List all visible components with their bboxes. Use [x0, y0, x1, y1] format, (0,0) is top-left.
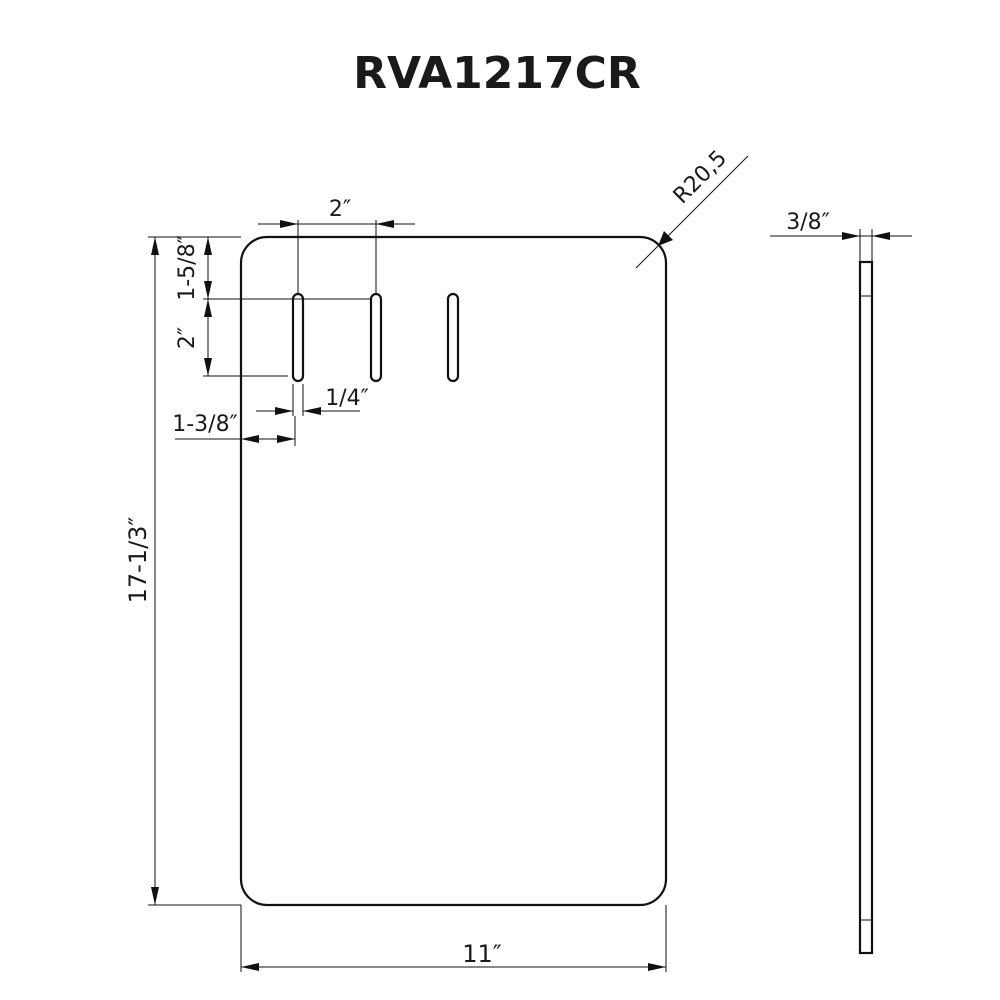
label-slot-width: 1/4″ — [325, 386, 369, 411]
dim-height: 17-1/3″ — [124, 237, 159, 905]
drawing-title: RVA1217CR — [353, 48, 641, 99]
label-slot-length: 2″ — [175, 327, 200, 349]
dim-width: 11″ — [240, 905, 667, 972]
dim-slot-side-offset: 1-3/8″ — [172, 412, 296, 446]
label-slot-side-offset: 1-3/8″ — [172, 412, 238, 437]
dim-slot-width: 1/4″ — [256, 384, 369, 416]
dim-thickness: 3/8″ — [770, 210, 912, 262]
slot-3 — [446, 292, 460, 383]
label-corner-radius: R20,5 — [669, 146, 732, 209]
label-height: 17-1/3″ — [124, 517, 152, 604]
dim-slot-length: 2″ — [175, 299, 288, 377]
slot-2 — [369, 292, 383, 383]
slot-1 — [291, 292, 305, 383]
label-slot-top-offset: 1-5/8″ — [175, 235, 200, 301]
side-view — [858, 260, 874, 955]
board-outline — [239, 235, 668, 907]
label-width: 11″ — [462, 940, 502, 968]
dim-corner-radius: R20,5 — [635, 146, 749, 269]
dim-slot-spacing: 2″ — [258, 197, 415, 294]
label-slot-spacing: 2″ — [329, 197, 351, 222]
label-thickness: 3/8″ — [786, 210, 830, 235]
dim-slot-top-offset: 1-5/8″ — [175, 235, 372, 301]
